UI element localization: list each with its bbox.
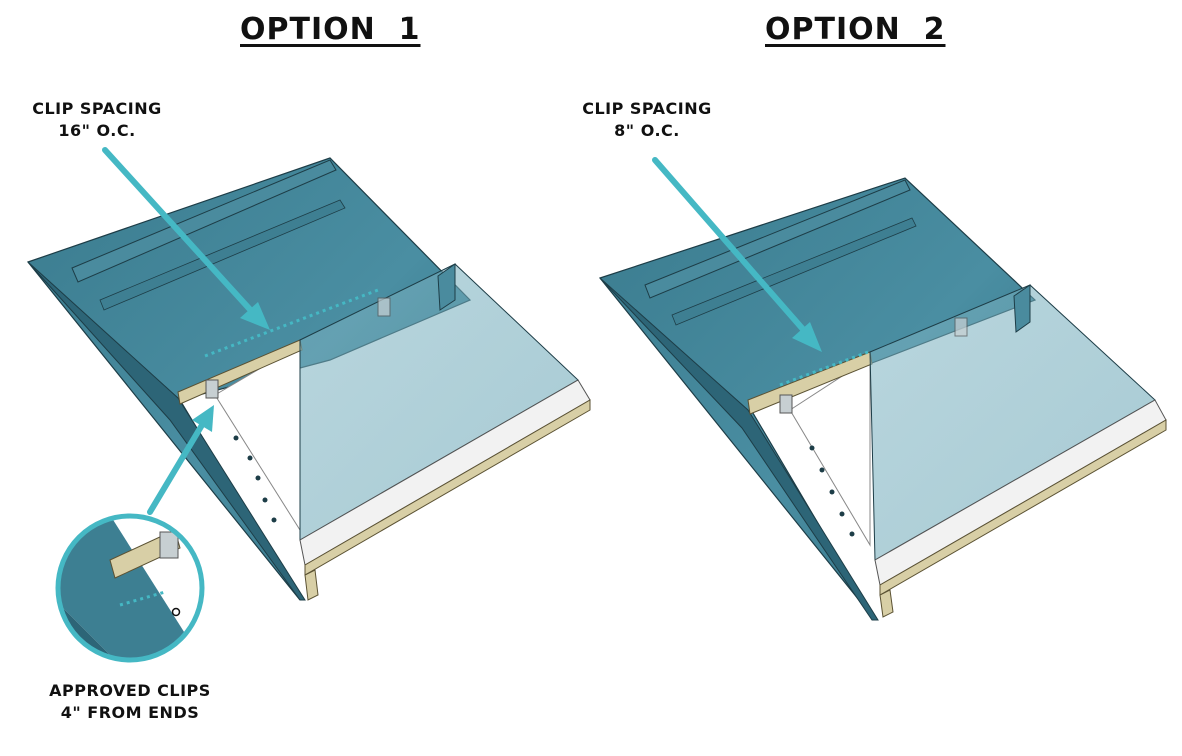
drip-edge-1 — [304, 569, 319, 601]
option-1-assembly — [26, 147, 591, 601]
option-1-title: OPTION 1 — [240, 12, 421, 47]
clip-2b — [954, 317, 968, 337]
fasteners-1 — [233, 435, 277, 523]
option-2-title: OPTION 2 — [765, 12, 946, 47]
clip-2a — [779, 394, 793, 414]
clip-detail-circle — [55, 513, 205, 663]
seam-rib-1b — [99, 199, 346, 311]
clip-spacing-arrowhead-1 — [240, 302, 270, 330]
clip-spacing-label-2: CLIP SPACING 8" O.C. — [572, 98, 722, 142]
approved-clips-line2: 4" FROM ENDS — [60, 703, 200, 722]
detail-arrow — [147, 417, 208, 515]
seam-rib-2b — [671, 217, 917, 326]
clip-spacing-line-2 — [779, 350, 869, 387]
approved-clips-label: APPROVED CLIPS 4" FROM ENDS — [30, 680, 230, 724]
clip-spacing-arrowhead-2 — [792, 322, 822, 352]
detail-arrowhead — [192, 405, 214, 432]
clear-panel-rib-1 — [437, 263, 456, 311]
clip-spacing-2-line2: 8" O.C. — [614, 121, 680, 140]
seam-rib-2a — [644, 179, 911, 299]
fasteners-2 — [809, 445, 855, 537]
eave-trim-2 — [879, 419, 1167, 596]
clip-spacing-label-1: CLIP SPACING 16" O.C. — [22, 98, 172, 142]
drip-edge-2 — [879, 589, 894, 618]
clip-spacing-line-1 — [204, 288, 379, 358]
clear-panel-rib-2 — [1013, 284, 1031, 333]
clip-1b — [377, 297, 391, 317]
seam-rib-1a — [71, 159, 337, 283]
clip-spacing-2-line1: CLIP SPACING — [582, 99, 712, 118]
clip-1a — [205, 379, 219, 399]
gable-fold-2 — [599, 277, 879, 621]
clip-spacing-arrow-1 — [102, 147, 258, 318]
clip-spacing-1-line1: CLIP SPACING — [32, 99, 162, 118]
approved-clips-line1: APPROVED CLIPS — [49, 681, 211, 700]
gable-fold-1 — [27, 261, 306, 601]
clip-spacing-1-line2: 16" O.C. — [58, 121, 136, 140]
underlayment-2 — [789, 357, 871, 547]
eave-trim-1 — [304, 399, 591, 576]
clip-spacing-arrow-2 — [652, 157, 811, 338]
option-2-assembly — [598, 157, 1167, 621]
